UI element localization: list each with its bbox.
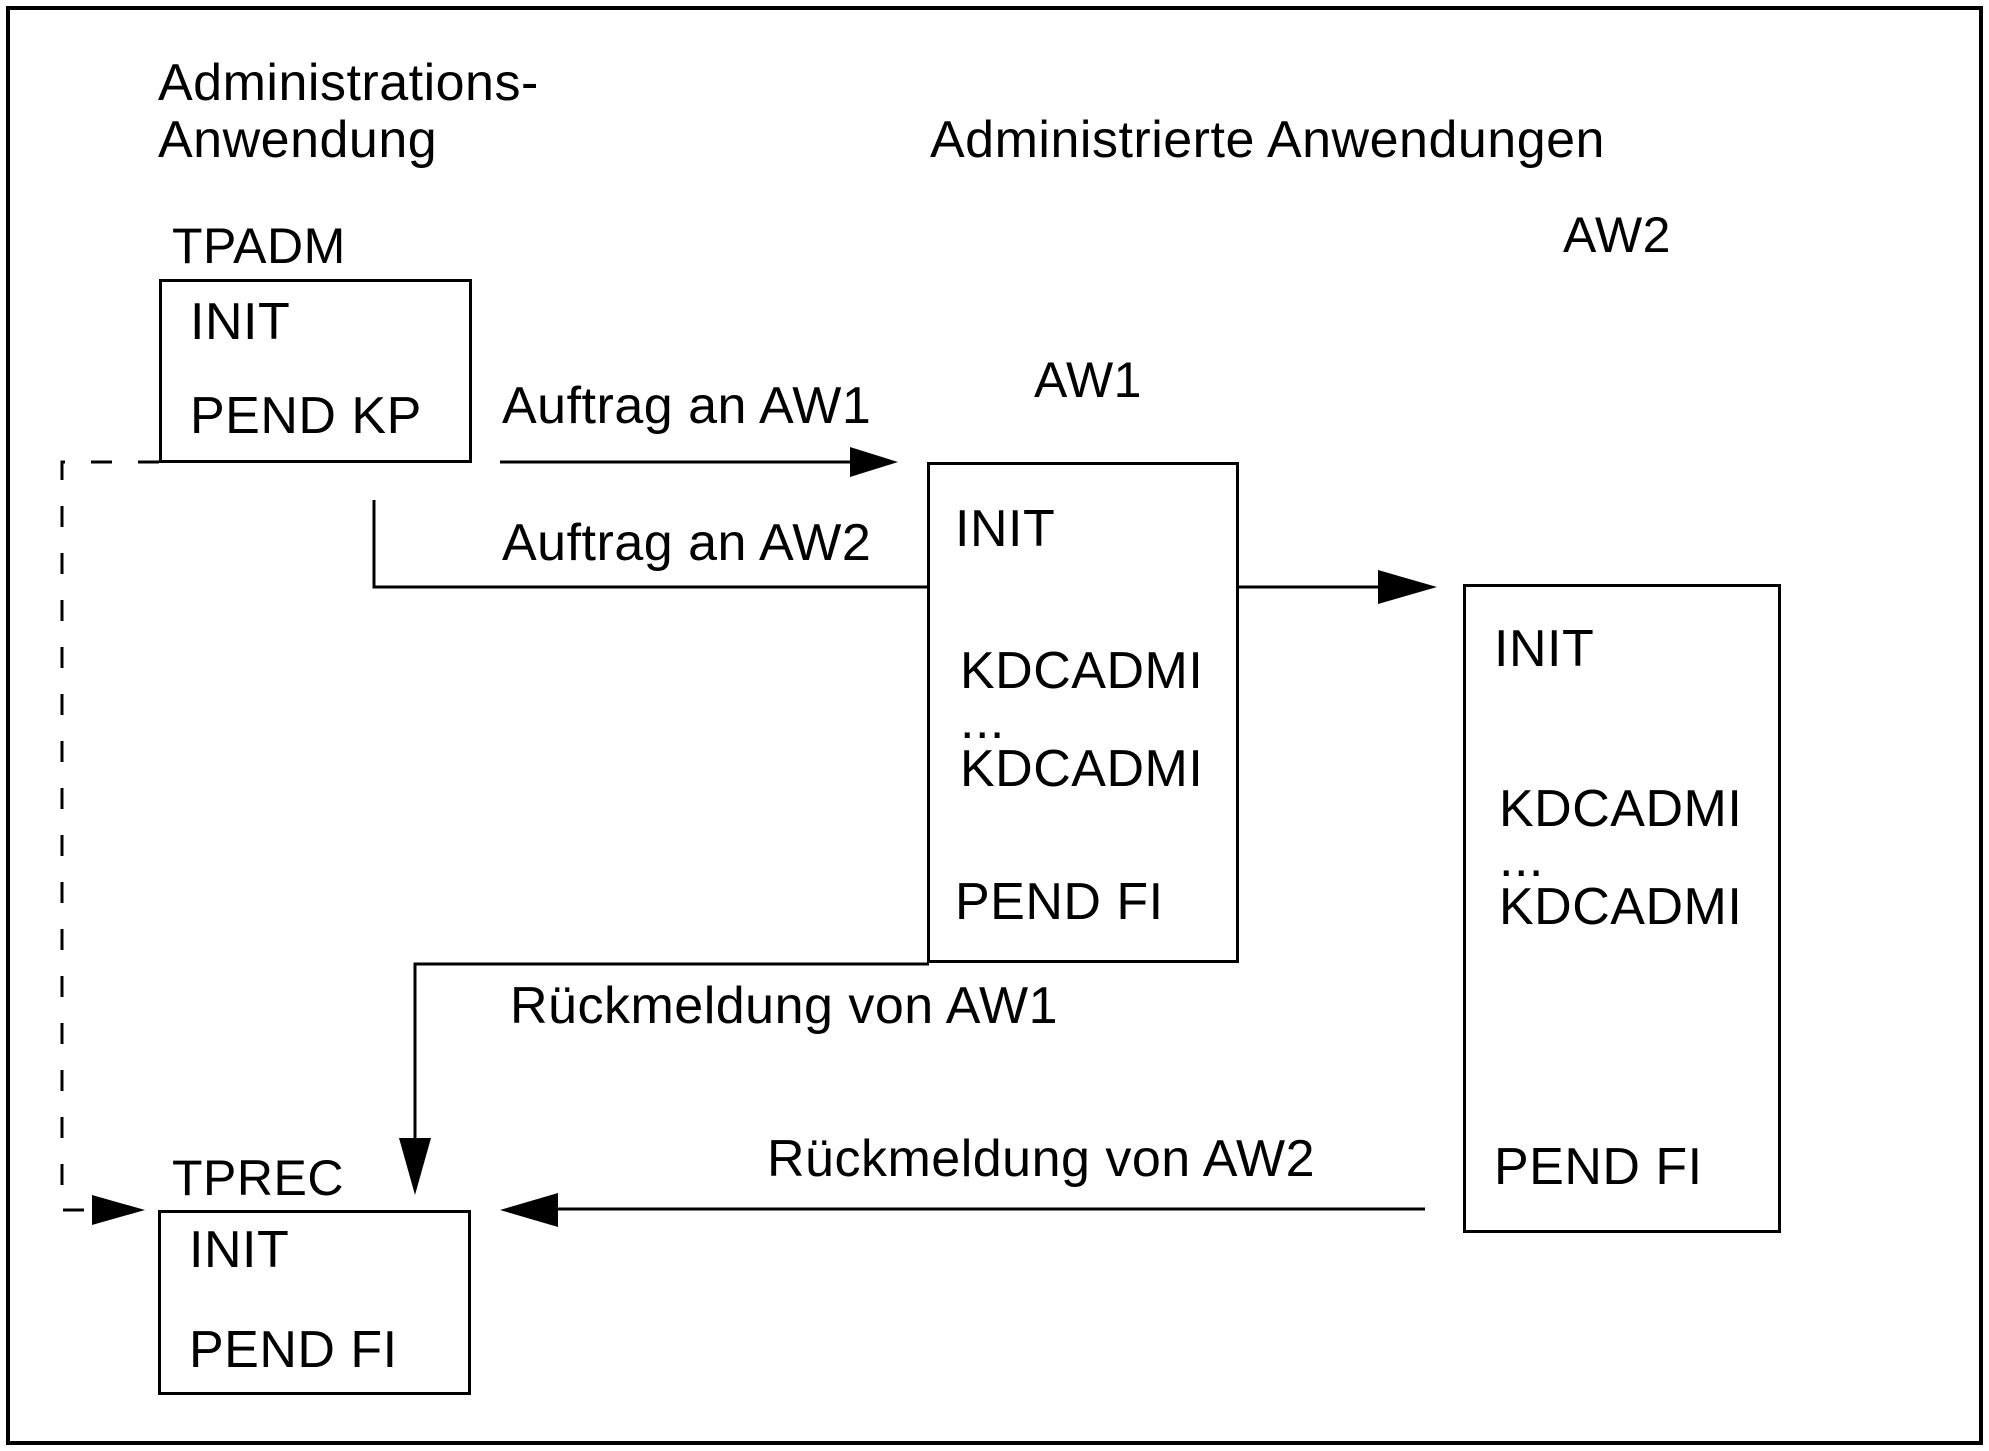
rueckmeldung-von-aw1-line xyxy=(413,962,929,1142)
aw1-line-kdcadmi-1: KDCADMI xyxy=(960,642,1204,700)
aw2-line-kdcadmi-2: KDCADMI xyxy=(1499,878,1743,936)
rueckmeldung-von-aw2-caption: Rückmeldung von AW2 xyxy=(767,1130,1316,1188)
tprec-label: TPREC xyxy=(172,1150,344,1206)
tpadm-line-init: INIT xyxy=(190,293,291,351)
aw1-box: INIT KDCADMI ... KDCADMI PEND FI xyxy=(927,462,1239,963)
aw1-line-kdcadmi-2: KDCADMI xyxy=(960,740,1204,798)
arrowhead-down-icon xyxy=(399,1138,431,1195)
auftrag-an-aw1-caption: Auftrag an AW1 xyxy=(502,377,872,435)
outer-border xyxy=(6,6,1983,1445)
aw2-line-ellipsis: ... xyxy=(1499,830,1544,888)
aw1-label: AW1 xyxy=(1034,352,1142,408)
aw1-line-pend-fi: PEND FI xyxy=(955,873,1164,931)
tprec-line-init: INIT xyxy=(189,1221,290,1279)
tprec-box: INIT PEND FI xyxy=(158,1210,471,1395)
aw2-label: AW2 xyxy=(1563,207,1671,263)
arrowhead-right-icon xyxy=(92,1195,145,1225)
dashed-return-line xyxy=(60,460,159,1212)
aw1-line-init: INIT xyxy=(955,500,1056,558)
heading-line-1: Administrations- xyxy=(158,54,539,112)
arrowhead-right-icon xyxy=(850,447,898,477)
aw2-box: INIT KDCADMI ... KDCADMI PEND FI xyxy=(1463,584,1781,1233)
aw1-line-ellipsis: ... xyxy=(960,692,1005,750)
tprec-line-pend-fi: PEND FI xyxy=(189,1321,398,1379)
tpadm-box: INIT PEND KP xyxy=(159,279,472,463)
tpadm-label: TPADM xyxy=(172,218,346,274)
arrowhead-right-icon xyxy=(1378,570,1437,604)
aw2-line-pend-fi: PEND FI xyxy=(1494,1138,1703,1196)
aw2-line-kdcadmi-1: KDCADMI xyxy=(1499,780,1743,838)
arrowhead-left-icon xyxy=(500,1193,558,1227)
auftrag-an-aw2-caption: Auftrag an AW2 xyxy=(502,514,872,572)
tpadm-line-pend-kp: PEND KP xyxy=(190,387,422,445)
heading-administrations-anwendung: Administrations-Anwendung xyxy=(158,55,539,169)
heading-administrierte-anwendungen: Administrierte Anwendungen xyxy=(930,111,1605,169)
heading-line-2: Anwendung xyxy=(158,111,438,169)
aw2-line-init: INIT xyxy=(1494,620,1595,678)
rueckmeldung-von-aw1-caption: Rückmeldung von AW1 xyxy=(510,977,1059,1035)
